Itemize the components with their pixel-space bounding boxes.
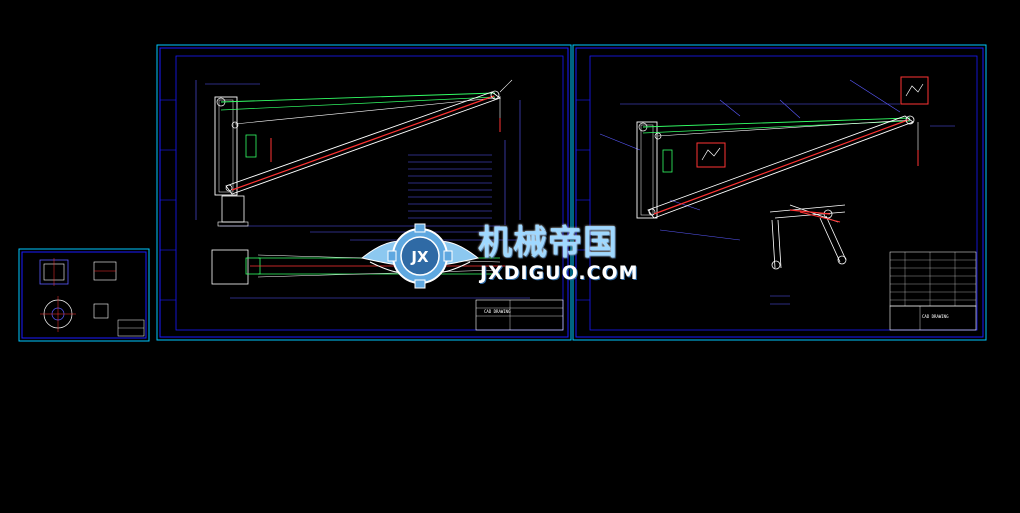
crane-installation-sheet xyxy=(572,44,987,341)
title-block-a: CAD DRAWING xyxy=(484,309,511,314)
title-block-b: CAD DRAWING xyxy=(922,314,949,319)
watermark-logo-letters: JX xyxy=(410,248,429,266)
detail-sheet xyxy=(18,248,150,342)
watermark-subtitle: JXDIGUO.COM xyxy=(480,262,639,284)
watermark-logo xyxy=(360,223,480,289)
watermark-title: 机械帝国 xyxy=(478,223,618,263)
crane-assembly-sheet xyxy=(156,44,572,341)
